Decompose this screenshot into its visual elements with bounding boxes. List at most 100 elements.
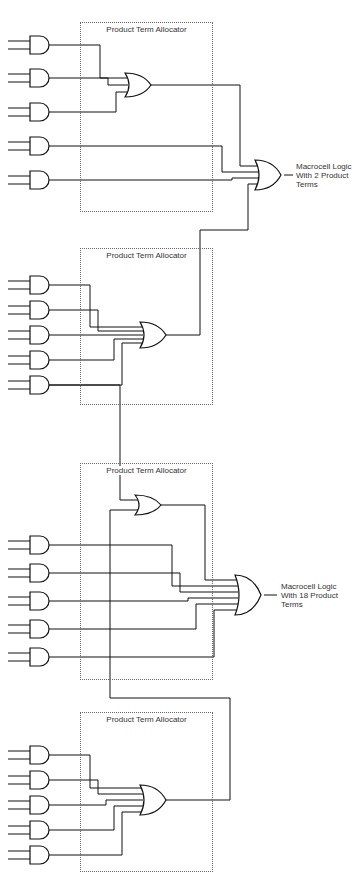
allocator-box: Product Term Allocator	[80, 463, 213, 680]
wire	[8, 549, 30, 550]
wire	[8, 281, 30, 282]
allocator-box: Product Term Allocator	[80, 248, 213, 405]
wire	[8, 176, 30, 177]
box-title: Product Term Allocator	[104, 466, 188, 475]
allocator-box: Product Term Allocator	[80, 712, 213, 872]
wire	[8, 150, 30, 151]
wire	[8, 381, 30, 382]
wire	[8, 851, 30, 852]
and-gate	[30, 351, 49, 369]
or-gate	[140, 322, 166, 348]
wire	[8, 49, 30, 50]
wire	[8, 389, 30, 390]
wire	[49, 806, 143, 830]
wire	[8, 776, 30, 777]
wire	[49, 610, 238, 657]
wire	[8, 605, 30, 606]
wire	[8, 809, 30, 810]
wire	[8, 661, 30, 662]
or-gate	[140, 785, 166, 815]
macrocell-label: Macrocell Logic With 18 Product Terms	[281, 582, 354, 609]
and-gate	[30, 746, 49, 764]
and-gate	[30, 564, 49, 582]
and-gate	[30, 171, 49, 189]
wire	[8, 625, 30, 626]
wire	[8, 306, 30, 307]
and-gate	[30, 326, 49, 344]
wire	[49, 812, 143, 855]
allocator-box: Product Term Allocator	[80, 22, 213, 212]
wire	[49, 310, 143, 331]
wire	[110, 510, 230, 800]
and-gate	[30, 620, 49, 638]
wire	[8, 784, 30, 785]
wire	[8, 41, 30, 42]
wire	[8, 801, 30, 802]
and-gate	[30, 592, 49, 610]
wire	[49, 92, 128, 112]
macrocell-label: Macrocell Logic With 2 Product Terms	[296, 162, 354, 189]
wire	[8, 826, 30, 827]
wire	[49, 335, 143, 336]
and-gate	[30, 301, 49, 319]
wire	[8, 653, 30, 654]
or-gate	[235, 575, 261, 615]
wire	[151, 85, 258, 166]
and-gate	[30, 376, 49, 394]
box-title: Product Term Allocator	[104, 25, 188, 34]
wire	[49, 385, 138, 500]
wire	[284, 175, 293, 176]
and-gate	[30, 137, 49, 155]
wire	[8, 339, 30, 340]
wire	[8, 116, 30, 117]
wire	[8, 108, 30, 109]
or-gate	[125, 73, 151, 97]
wire	[8, 82, 30, 83]
wire	[8, 331, 30, 332]
wire	[8, 834, 30, 835]
wire	[8, 859, 30, 860]
and-gate	[30, 821, 49, 839]
wire	[8, 289, 30, 290]
wire	[264, 595, 277, 596]
wire	[8, 356, 30, 357]
wire	[49, 598, 238, 601]
and-gate	[30, 69, 49, 87]
wire	[8, 541, 30, 542]
and-gate	[30, 36, 49, 54]
wire	[8, 569, 30, 570]
wire	[8, 314, 30, 315]
wire	[8, 759, 30, 760]
wire	[8, 633, 30, 634]
wire	[49, 339, 143, 360]
and-gate	[30, 796, 49, 814]
wire	[49, 755, 143, 788]
wire	[49, 604, 238, 629]
and-gate	[30, 103, 49, 121]
box-title: Product Term Allocator	[104, 715, 188, 724]
or-gate	[135, 495, 161, 515]
and-gate	[30, 536, 49, 554]
wire	[8, 597, 30, 598]
and-gate	[30, 648, 49, 666]
wire	[49, 573, 238, 592]
and-gate	[30, 846, 49, 864]
wire	[49, 285, 143, 327]
wire	[8, 142, 30, 143]
wire	[49, 78, 128, 85]
and-gate	[30, 276, 49, 294]
wire	[8, 751, 30, 752]
wire	[49, 343, 143, 385]
wire	[8, 184, 30, 185]
or-gate	[255, 160, 281, 190]
wire	[8, 74, 30, 75]
wire	[161, 505, 238, 580]
box-title: Product Term Allocator	[104, 251, 188, 260]
wire	[8, 364, 30, 365]
wire	[49, 45, 128, 78]
wire	[49, 800, 143, 805]
and-gate	[30, 771, 49, 789]
wire	[49, 780, 143, 794]
wire	[8, 577, 30, 578]
